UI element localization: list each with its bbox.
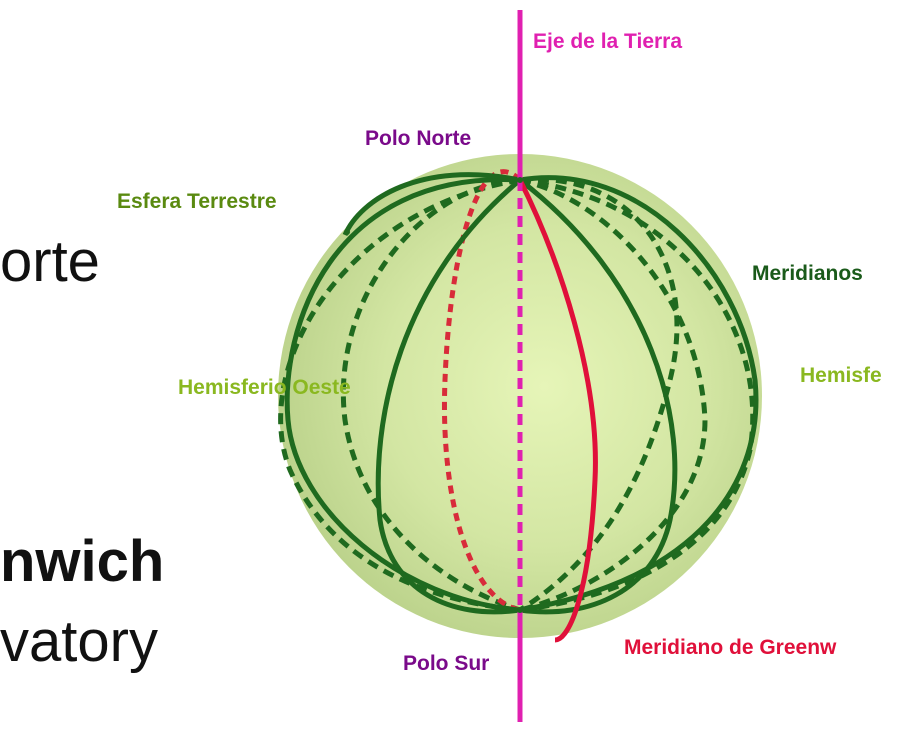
sphere-label: Esfera Terrestre bbox=[117, 190, 277, 213]
east-hemisphere-label: Hemisfe bbox=[800, 364, 882, 387]
greenwich-label: Meridiano de Greenw bbox=[624, 636, 837, 659]
slide-text-line2: nwich bbox=[0, 529, 165, 594]
slide-text-line1: orte bbox=[0, 229, 100, 294]
meridian-back-3 bbox=[519, 177, 708, 613]
south-pole-label: Polo Sur bbox=[403, 652, 490, 675]
south-pole-point bbox=[517, 607, 523, 613]
greenwich-meridian bbox=[517, 178, 598, 643]
meridian-front-4 bbox=[519, 175, 759, 613]
west-hemisphere-label: Hemisferio Oeste bbox=[178, 376, 351, 399]
greenwich-back bbox=[441, 169, 522, 613]
slide-text-line3: vatory bbox=[0, 609, 158, 674]
meridian-back-2 bbox=[341, 177, 521, 613]
meridians-label: Meridianos bbox=[752, 262, 863, 285]
meridian-front-5 bbox=[342, 172, 521, 237]
north-pole-point bbox=[517, 177, 523, 183]
axis-label: Eje de la Tierra bbox=[533, 30, 683, 53]
north-pole-label: Polo Norte bbox=[365, 127, 472, 150]
meridian-front-2 bbox=[375, 178, 522, 615]
front-meridians bbox=[284, 172, 759, 615]
meridian-front-3 bbox=[518, 178, 678, 615]
sphere-point bbox=[344, 229, 350, 235]
